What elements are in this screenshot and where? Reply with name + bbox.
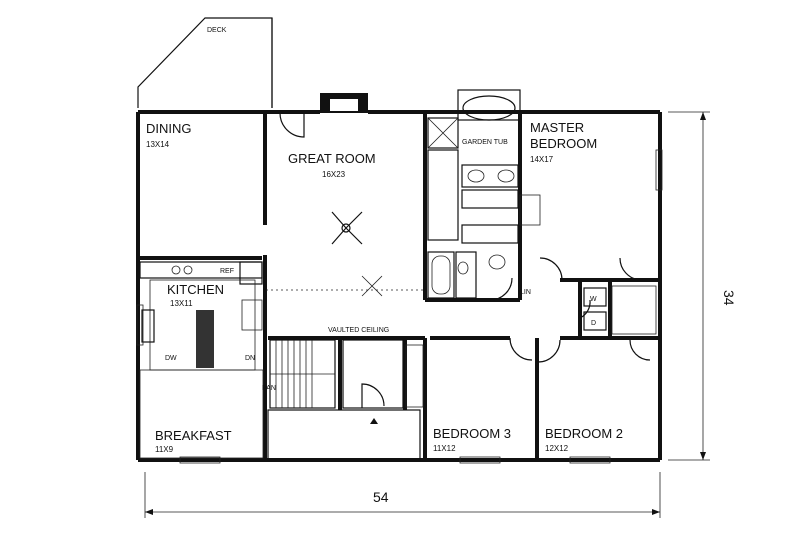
bedroom3-dim: 11X12 xyxy=(433,444,456,453)
dn-label: DN xyxy=(245,355,255,362)
dining-dim: 13X14 xyxy=(146,140,170,149)
breakfast-label: BREAKFAST xyxy=(155,428,232,443)
vaulted-ceiling-label: VAULTED CEILING xyxy=(328,327,389,334)
bedroom2-dim: 12X12 xyxy=(545,444,569,453)
width-label: 54 xyxy=(373,489,389,505)
garden-tub-label: GARDEN TUB xyxy=(462,139,508,146)
master-label-1: MASTER xyxy=(530,120,584,135)
stairs xyxy=(269,339,336,409)
dw-label: DW xyxy=(165,355,177,362)
bedroom2-label: BEDROOM 2 xyxy=(545,426,623,441)
great-room-dim: 16X23 xyxy=(322,170,346,179)
width-dimension xyxy=(144,472,661,518)
great-room-label: GREAT ROOM xyxy=(288,151,376,166)
kitchen-dim: 13X11 xyxy=(170,299,193,308)
doors xyxy=(279,112,651,363)
garden-tub xyxy=(457,89,521,121)
laundry xyxy=(583,285,657,335)
bedroom3-label: BEDROOM 3 xyxy=(433,426,511,441)
center-mark xyxy=(361,275,383,297)
lin-label: LIN xyxy=(520,289,531,296)
dining-label: DINING xyxy=(146,121,192,136)
foyer xyxy=(267,339,424,461)
master-bath xyxy=(427,117,541,299)
pan-label: PAN xyxy=(262,385,276,392)
kitchen-label: KITCHEN xyxy=(167,282,224,297)
deck xyxy=(137,17,273,108)
kitchen-fixtures xyxy=(139,261,264,459)
washer-label: W xyxy=(590,296,597,303)
master-label-2: BEDROOM xyxy=(530,136,597,151)
windows xyxy=(136,149,663,464)
master-dim: 14X17 xyxy=(530,155,554,164)
deck-label: DECK xyxy=(207,27,227,34)
dryer-label: D xyxy=(591,320,596,327)
breakfast-dim: 11X9 xyxy=(155,445,174,454)
exterior-walls xyxy=(136,93,662,462)
ceiling-fan xyxy=(331,211,363,245)
depth-dimension xyxy=(668,111,710,461)
ref-label: REF xyxy=(220,268,234,275)
interior-walls xyxy=(140,112,660,460)
depth-label: 34 xyxy=(721,290,737,306)
